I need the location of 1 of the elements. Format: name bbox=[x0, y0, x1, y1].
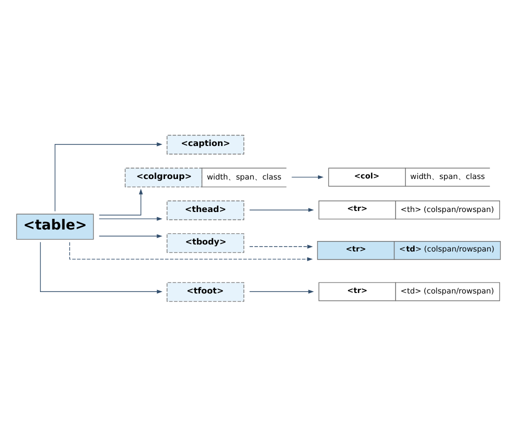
node-text: <colgroup> bbox=[136, 170, 192, 181]
